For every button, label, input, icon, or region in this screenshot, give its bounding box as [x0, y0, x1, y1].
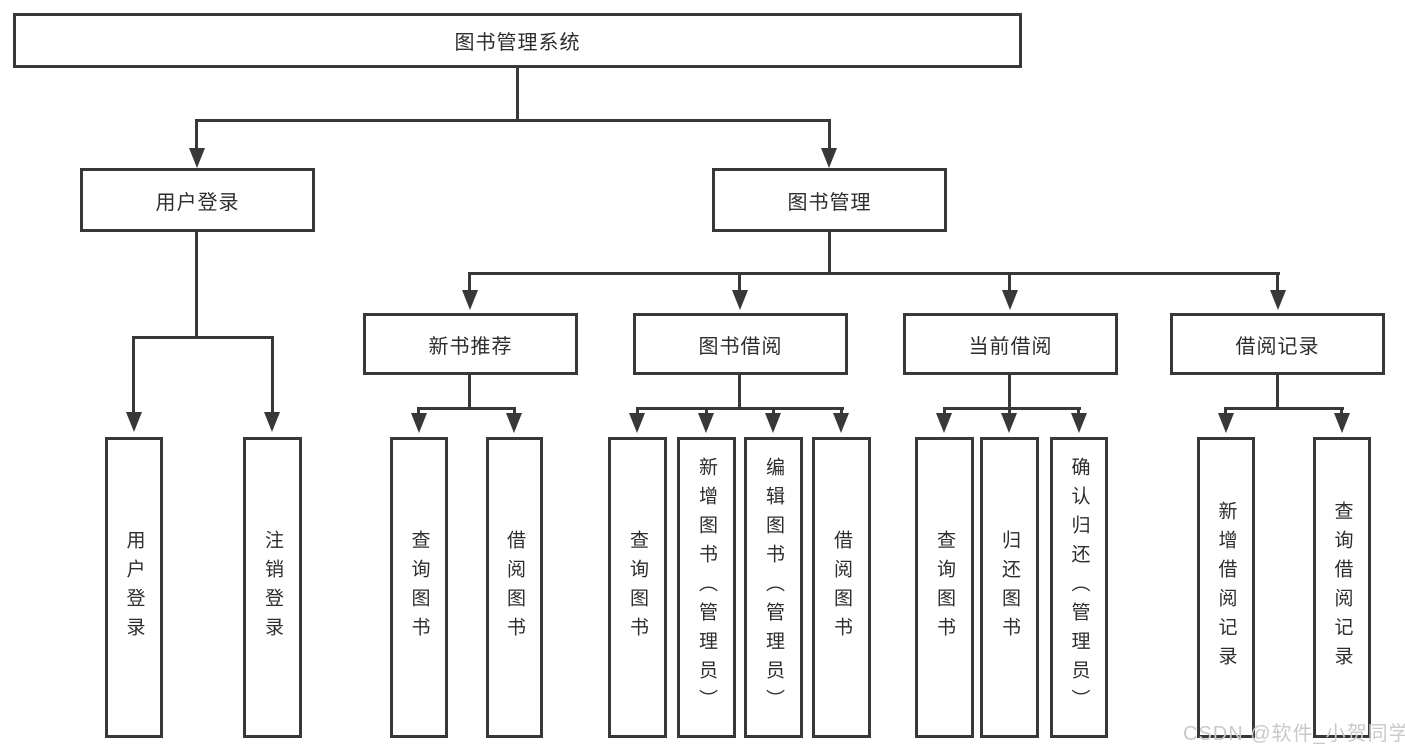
arrow-down-icon	[698, 413, 714, 433]
arrow-down-icon	[506, 413, 522, 433]
connector-vline	[1008, 272, 1011, 294]
connector-hline	[469, 272, 1280, 275]
leaf-query-borrow-record: 查询借阅记录	[1313, 437, 1371, 738]
leaf-label: 查询借阅记录	[1331, 500, 1353, 675]
node-user-login: 用户登录	[80, 168, 315, 232]
connector-vline	[1276, 375, 1279, 409]
leaf-label: 新增借阅记录	[1215, 500, 1237, 675]
connector-vline	[132, 336, 135, 416]
leaf-add-borrow-record: 新增借阅记录	[1197, 437, 1255, 738]
leaf-label: 确认归还（管理员）	[1068, 457, 1090, 718]
leaf-logout: 注销登录	[243, 437, 302, 738]
csdn-watermark: CSDN @软件_小贺同学	[1183, 723, 1405, 745]
leaf-label: 归还图书	[999, 529, 1020, 646]
arrow-down-icon	[1334, 413, 1350, 433]
leaf-label: 借阅图书	[504, 529, 525, 646]
connector-vline	[417, 407, 420, 417]
connector-vline	[516, 68, 519, 121]
leaf-add-books-admin: 新增图书（管理员）	[677, 437, 736, 738]
arrow-down-icon	[1002, 290, 1018, 310]
arrow-down-icon	[126, 412, 142, 432]
connector-vline	[1008, 375, 1011, 409]
connector-vline	[738, 272, 741, 294]
connector-vline	[772, 407, 775, 417]
leaf-borrow-books: 借阅图书	[812, 437, 871, 738]
connector-hline	[132, 336, 274, 339]
connector-hline	[943, 407, 1081, 410]
node-book-borrowing: 图书借阅	[633, 313, 848, 375]
leaf-label: 用户登录	[123, 529, 145, 646]
arrow-down-icon	[1001, 413, 1017, 433]
arrow-down-icon	[411, 413, 427, 433]
arrow-down-icon	[1071, 413, 1087, 433]
leaf-label: 查询图书	[627, 529, 648, 646]
arrow-down-icon	[765, 413, 781, 433]
connector-hline	[636, 407, 844, 410]
arrow-down-icon	[462, 290, 478, 310]
node-book-management: 图书管理	[712, 168, 947, 232]
leaf-edit-books-admin: 编辑图书（管理员）	[744, 437, 803, 738]
leaf-return-books: 归还图书	[980, 437, 1039, 738]
node-new-book-recommend: 新书推荐	[363, 313, 578, 375]
connector-hline	[195, 119, 831, 122]
leaf-user-login: 用户登录	[105, 437, 163, 738]
arrow-down-icon	[189, 148, 205, 168]
leaf-label: 查询图书	[934, 529, 955, 646]
leaf-borrow-books-recommend: 借阅图书	[486, 437, 543, 738]
connector-vline	[1077, 407, 1080, 417]
connector-vline	[271, 336, 274, 416]
connector-vline	[738, 375, 741, 409]
leaf-query-books-borrowing: 查询图书	[608, 437, 667, 738]
arrow-down-icon	[629, 413, 645, 433]
connector-vline	[468, 375, 471, 409]
connector-hline	[1224, 407, 1344, 410]
connector-vline	[195, 119, 198, 151]
connector-vline	[828, 119, 831, 151]
arrow-down-icon	[732, 290, 748, 310]
leaf-label: 查询图书	[408, 529, 430, 646]
connector-vline	[828, 232, 831, 274]
connector-vline	[943, 407, 946, 417]
leaf-query-books-current: 查询图书	[915, 437, 974, 738]
node-borrowing-records: 借阅记录	[1170, 313, 1385, 375]
connector-vline	[513, 407, 516, 417]
connector-vline	[1276, 272, 1279, 294]
leaf-query-books-recommend: 查询图书	[390, 437, 448, 738]
leaf-label: 借阅图书	[831, 529, 852, 646]
connector-vline	[1224, 407, 1227, 417]
connector-hline	[417, 407, 516, 410]
leaf-label: 新增图书（管理员）	[696, 457, 717, 718]
arrow-down-icon	[1218, 413, 1234, 433]
arrow-down-icon	[821, 148, 837, 168]
node-library-system: 图书管理系统	[13, 13, 1022, 68]
connector-vline	[468, 272, 471, 294]
leaf-label: 注销登录	[262, 529, 283, 646]
arrow-down-icon	[1270, 290, 1286, 310]
connector-vline	[1340, 407, 1343, 417]
connector-vline	[636, 407, 639, 417]
arrow-down-icon	[936, 413, 952, 433]
leaf-label: 编辑图书（管理员）	[763, 457, 784, 718]
arrow-down-icon	[264, 412, 280, 432]
leaf-confirm-return-admin: 确认归还（管理员）	[1050, 437, 1108, 738]
connector-vline	[1008, 407, 1011, 417]
connector-vline	[705, 407, 708, 417]
connector-vline	[195, 232, 198, 338]
arrow-down-icon	[833, 413, 849, 433]
connector-vline	[840, 407, 843, 417]
node-current-borrowing: 当前借阅	[903, 313, 1118, 375]
